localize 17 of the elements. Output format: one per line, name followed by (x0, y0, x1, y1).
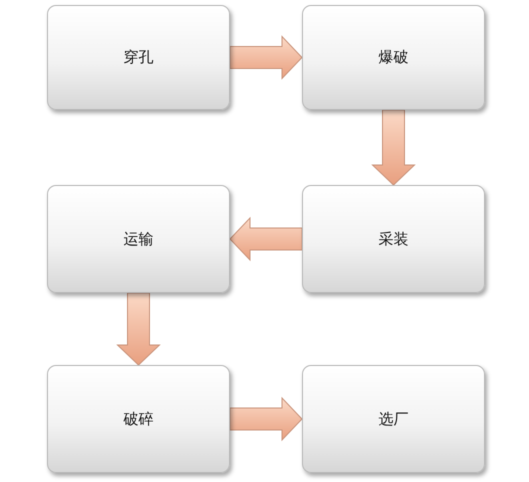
box-label: 采装 (378, 230, 408, 248)
process-box (47, 185, 230, 293)
box-label: 破碎 (124, 410, 154, 428)
process-box (302, 5, 485, 110)
block-arrow (116, 292, 161, 366)
box-label: 爆破 (378, 48, 408, 67)
process-box (47, 5, 230, 110)
block-arrow (371, 110, 416, 186)
box-label: 穿孔 (124, 48, 154, 67)
box-label: 运输 (124, 230, 154, 248)
block-arrow (230, 35, 303, 80)
process-box (47, 365, 230, 473)
process-box (302, 185, 485, 293)
process-box (302, 365, 485, 473)
block-arrow (230, 396, 303, 442)
box-label: 选厂 (378, 410, 408, 428)
block-arrow (229, 216, 302, 262)
